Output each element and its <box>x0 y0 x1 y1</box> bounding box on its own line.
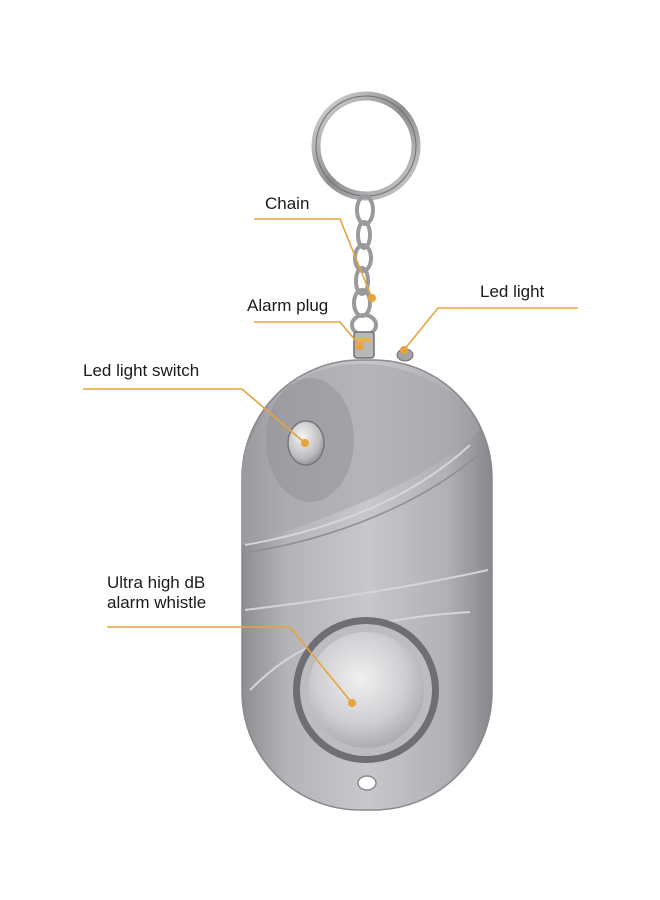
label-chain: Chain <box>265 194 310 213</box>
key-ring <box>311 91 421 201</box>
callout-dots <box>301 294 408 707</box>
body-upper-panel <box>242 363 480 545</box>
whistle-dome <box>308 632 424 748</box>
label-whistle-line1: Ultra high dB <box>107 573 206 592</box>
label-led-light-switch: Led light switch <box>83 361 200 380</box>
callout-lines <box>83 218 578 704</box>
lanyard-hole <box>357 775 377 791</box>
label-alarm-whistle: Ultra high dB alarm whistle <box>107 573 206 613</box>
label-led-light: Led light <box>480 282 545 301</box>
label-whistle-line2: alarm whistle <box>107 593 207 612</box>
label-alarm-plug: Alarm plug <box>247 296 329 315</box>
chain-links <box>350 194 378 337</box>
